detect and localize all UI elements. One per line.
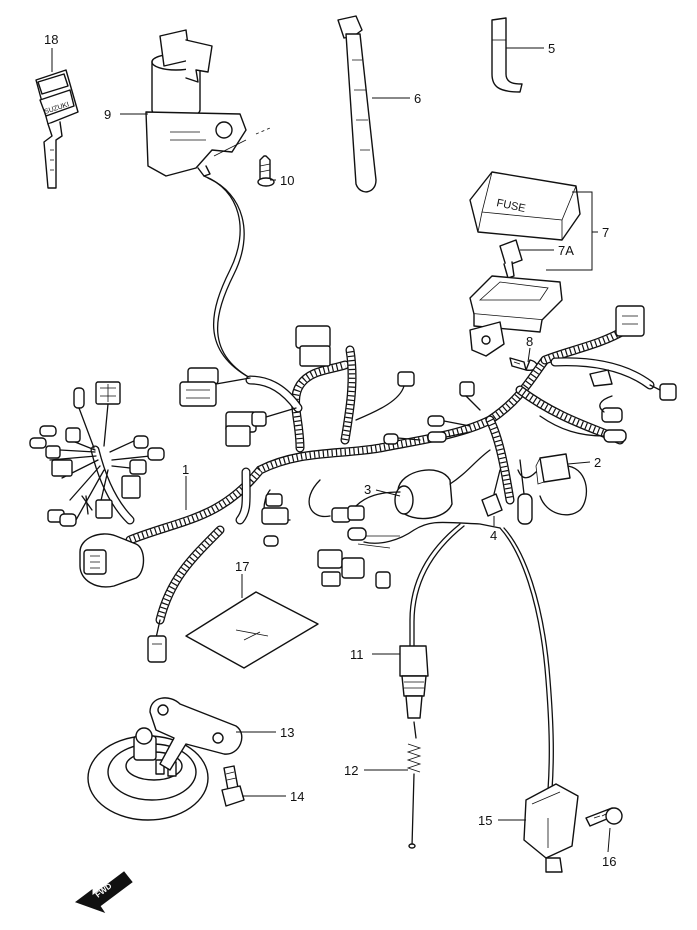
horn-bracket	[149, 697, 243, 771]
callout-9: 9	[104, 107, 111, 122]
fuse-7a	[499, 239, 523, 279]
cable-tie	[337, 15, 377, 193]
small-connector-pair	[481, 459, 533, 525]
callout-15: 15	[478, 813, 492, 828]
upper-connector-group	[179, 325, 481, 447]
callout-16: 16	[602, 854, 616, 869]
ignition-key: SUZUKI	[35, 69, 79, 189]
callout-3: 3	[364, 482, 371, 497]
callout-8: 8	[526, 334, 533, 349]
lower-left-connector	[147, 619, 167, 663]
callout-14: 14	[290, 789, 304, 804]
fuse-box-screw	[509, 357, 538, 371]
wiring-label-sheet	[185, 591, 319, 669]
horn-bolt	[221, 765, 245, 807]
callout-12: 12	[344, 763, 358, 778]
relay	[517, 453, 588, 516]
callout-13: 13	[280, 725, 294, 740]
middle-connector-group	[261, 479, 501, 589]
round-multi-connector	[79, 533, 145, 588]
round-connector	[394, 449, 491, 520]
callout-7: 7	[602, 225, 609, 240]
callout-2: 2	[594, 455, 601, 470]
callout-11: 11	[350, 647, 364, 662]
fuse-cover-text: FUSE	[495, 197, 526, 215]
callout-6: 6	[414, 91, 421, 106]
main-wiring-harness	[90, 325, 655, 625]
brake-light-switch	[499, 527, 579, 873]
callout-17: 17	[235, 559, 249, 574]
switch-screw	[585, 807, 623, 827]
inner-cable	[406, 721, 422, 849]
callout-5: 5	[548, 41, 555, 56]
right-connector-group	[539, 305, 677, 443]
callout-leaders	[51, 47, 611, 853]
speedometer-cable-sensor	[399, 523, 465, 719]
fuse-box-cover: FUSE	[469, 171, 581, 241]
callout-7a: 7A	[558, 243, 574, 258]
left-connector-cluster	[29, 381, 165, 527]
callout-4: 4	[490, 528, 497, 543]
harness-bracket	[491, 17, 523, 93]
callout-10: 10	[280, 173, 294, 188]
callout-18: 18	[44, 32, 58, 47]
fuse-box-base	[469, 275, 563, 357]
forward-direction-arrow: FWD	[74, 871, 133, 913]
ignition-switch	[145, 29, 247, 177]
callout-1: 1	[182, 462, 189, 477]
